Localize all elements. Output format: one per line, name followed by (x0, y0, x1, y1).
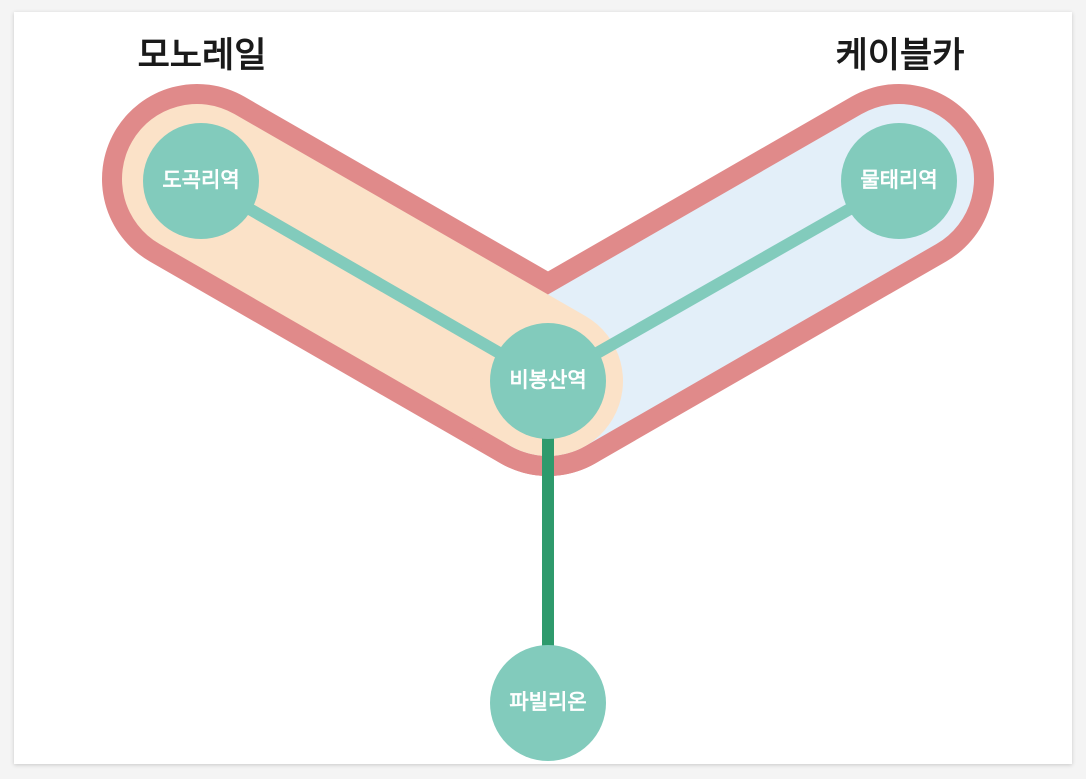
station-node (490, 645, 606, 761)
station-label: 물태리역 (860, 168, 937, 192)
route-dogok-bibong (198, 175, 551, 387)
station-multae: 물태리역 (841, 123, 957, 239)
station-node (841, 123, 957, 239)
station-pavilion: 파빌리온 (490, 645, 606, 761)
station-label: 파빌리온 (509, 690, 586, 714)
station-dogok: 도곡리역 (143, 123, 259, 239)
station-bibong: 비봉산역 (490, 323, 606, 439)
station-node (490, 323, 606, 439)
cablecar-title: 케이블카 (836, 36, 965, 76)
monorail-title: 모노레일 (138, 36, 267, 76)
station-label: 비봉산역 (509, 368, 586, 392)
station-node (143, 123, 259, 239)
route-bibong-multae (545, 175, 902, 387)
station-label: 도곡리역 (162, 168, 239, 192)
